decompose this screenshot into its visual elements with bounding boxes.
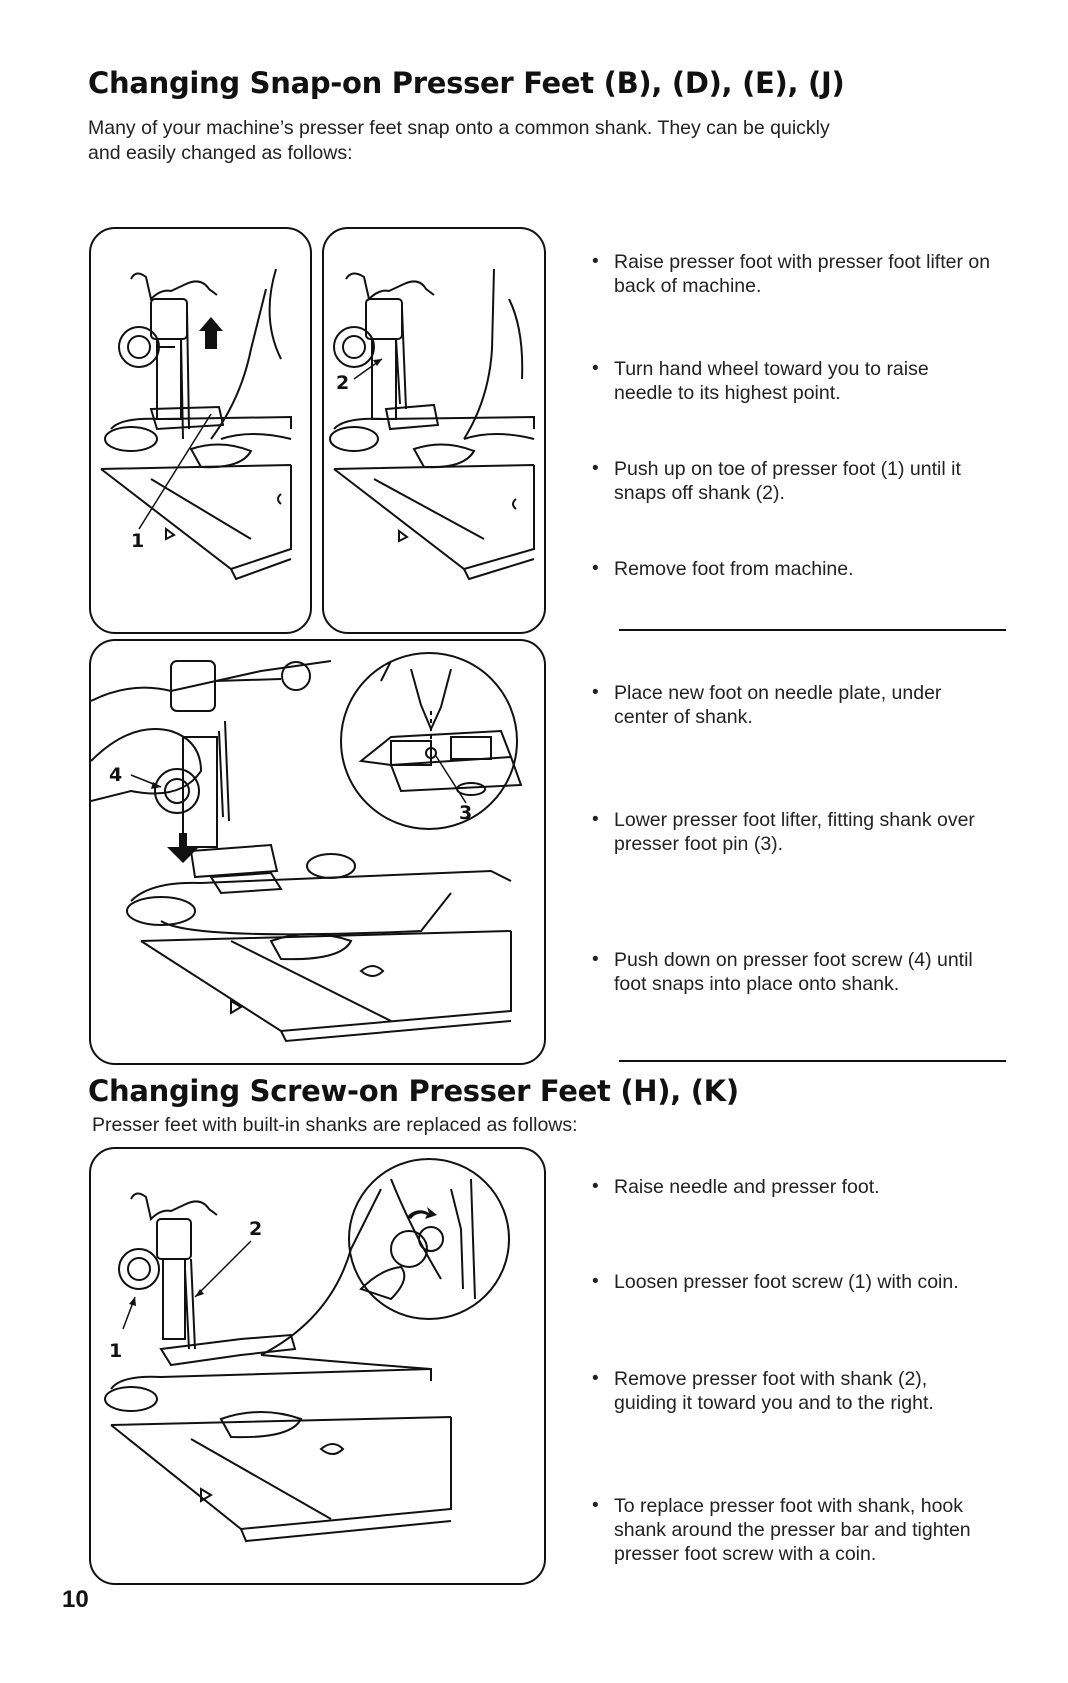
machine-drawing-a: 1 (100, 268, 292, 581)
bullet-dot: • (592, 1176, 599, 1197)
intro-line-2: and easily changed as follows: (88, 142, 353, 164)
illustration-remove-foot: 1 (89, 227, 312, 634)
step-push-screw: • Push down on presser foot screw (4) un… (592, 949, 973, 995)
step-place-foot: • Place new foot on needle plate, under … (592, 682, 942, 728)
machine-drawing-b: 2 (329, 268, 535, 581)
callout-1a: 1 (131, 530, 144, 552)
intro-line-1: Many of your machine’s presser feet snap… (88, 117, 830, 139)
bullet-dot: • (592, 358, 599, 379)
step-push-toe: • Push up on toe of presser foot (1) unt… (592, 458, 961, 504)
bullet-dot: • (592, 251, 599, 272)
bullet-dot: • (592, 809, 599, 830)
callout-2b: 2 (249, 1218, 262, 1240)
page-number: 10 (62, 1586, 89, 1613)
callout-2a: 2 (336, 372, 349, 394)
bullet-dot: • (592, 1271, 599, 1292)
bullet-dot: • (592, 949, 599, 970)
step-raise-foot: • Raise presser foot with presser foot l… (592, 251, 991, 297)
divider-rule (619, 629, 1006, 631)
section-title-snap-on: Changing Snap-on Presser Feet (B), (D), … (88, 66, 845, 100)
bullet-dot: • (592, 1495, 599, 1516)
step-turn-wheel: • Turn hand wheel toward you to raise ne… (592, 358, 929, 404)
callout-1b: 1 (109, 1340, 122, 1362)
bullet-dot: • (592, 682, 599, 703)
step-lower-lifter: • Lower presser foot lifter, fitting sha… (592, 809, 975, 855)
illustration-screw-foot: 1 2 (89, 1147, 546, 1585)
step-raise-needle: • Raise needle and presser foot. (592, 1176, 880, 1198)
illustration-attach-foot: 4 3 (89, 639, 546, 1065)
illustration-shank: 2 (322, 227, 546, 634)
section-intro-screw-on: Presser feet with built-in shanks are re… (92, 1114, 578, 1136)
bullet-dot: • (592, 458, 599, 479)
callout-4: 4 (109, 764, 122, 786)
step-remove-shank: • Remove presser foot with shank (2), gu… (592, 1368, 934, 1414)
callout-3: 3 (459, 802, 472, 824)
section-intro-snap-on: Many of your machine’s presser feet snap… (88, 116, 988, 166)
step-loosen-screw: • Loosen presser foot screw (1) with coi… (592, 1271, 959, 1293)
divider-rule-2 (619, 1060, 1006, 1062)
bullet-dot: • (592, 1368, 599, 1389)
machine-drawing-d: 1 2 (104, 1158, 510, 1543)
step-replace-shank: • To replace presser foot with shank, ho… (592, 1495, 971, 1565)
bullet-dot: • (592, 558, 599, 579)
machine-drawing-c: 4 3 (91, 652, 523, 1043)
section-title-screw-on: Changing Screw-on Presser Feet (H), (K) (88, 1074, 739, 1108)
step-remove-foot: • Remove foot from machine. (592, 558, 854, 580)
